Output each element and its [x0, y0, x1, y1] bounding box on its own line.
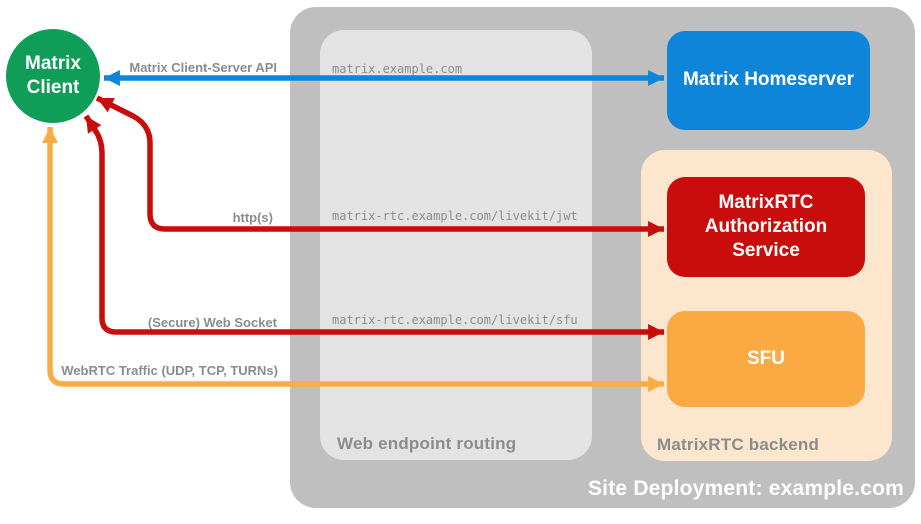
- web-endpoint-routing-label: Web endpoint routing: [337, 434, 517, 453]
- https-label: http(s): [232, 210, 273, 225]
- matrixrtc-authorization-service-node: MatrixRTC Authorization Service: [667, 177, 865, 277]
- matrix-client-node: Matrix Client: [6, 29, 100, 123]
- endpoint-url-livekit-sfu: matrix-rtc.example.com/livekit/sfu: [332, 313, 578, 327]
- web-endpoint-routing-container: Web endpoint routing: [320, 30, 592, 460]
- secure-websocket-label: (Secure) Web Socket: [147, 315, 277, 330]
- site-deployment-label: Site Deployment: example.com: [587, 477, 904, 500]
- sfu-node: SFU: [667, 311, 865, 407]
- matrix-homeserver-node: Matrix Homeserver: [667, 31, 870, 130]
- matrixrtc-backend-label: MatrixRTC backend: [657, 435, 820, 454]
- endpoint-url-homeserver: matrix.example.com: [332, 62, 463, 76]
- client-server-api-label: Matrix Client-Server API: [129, 60, 277, 75]
- webrtc-traffic-label: WebRTC Traffic (UDP, TCP, TURNs): [61, 363, 278, 378]
- endpoint-url-livekit-jwt: matrix-rtc.example.com/livekit/jwt: [332, 209, 578, 223]
